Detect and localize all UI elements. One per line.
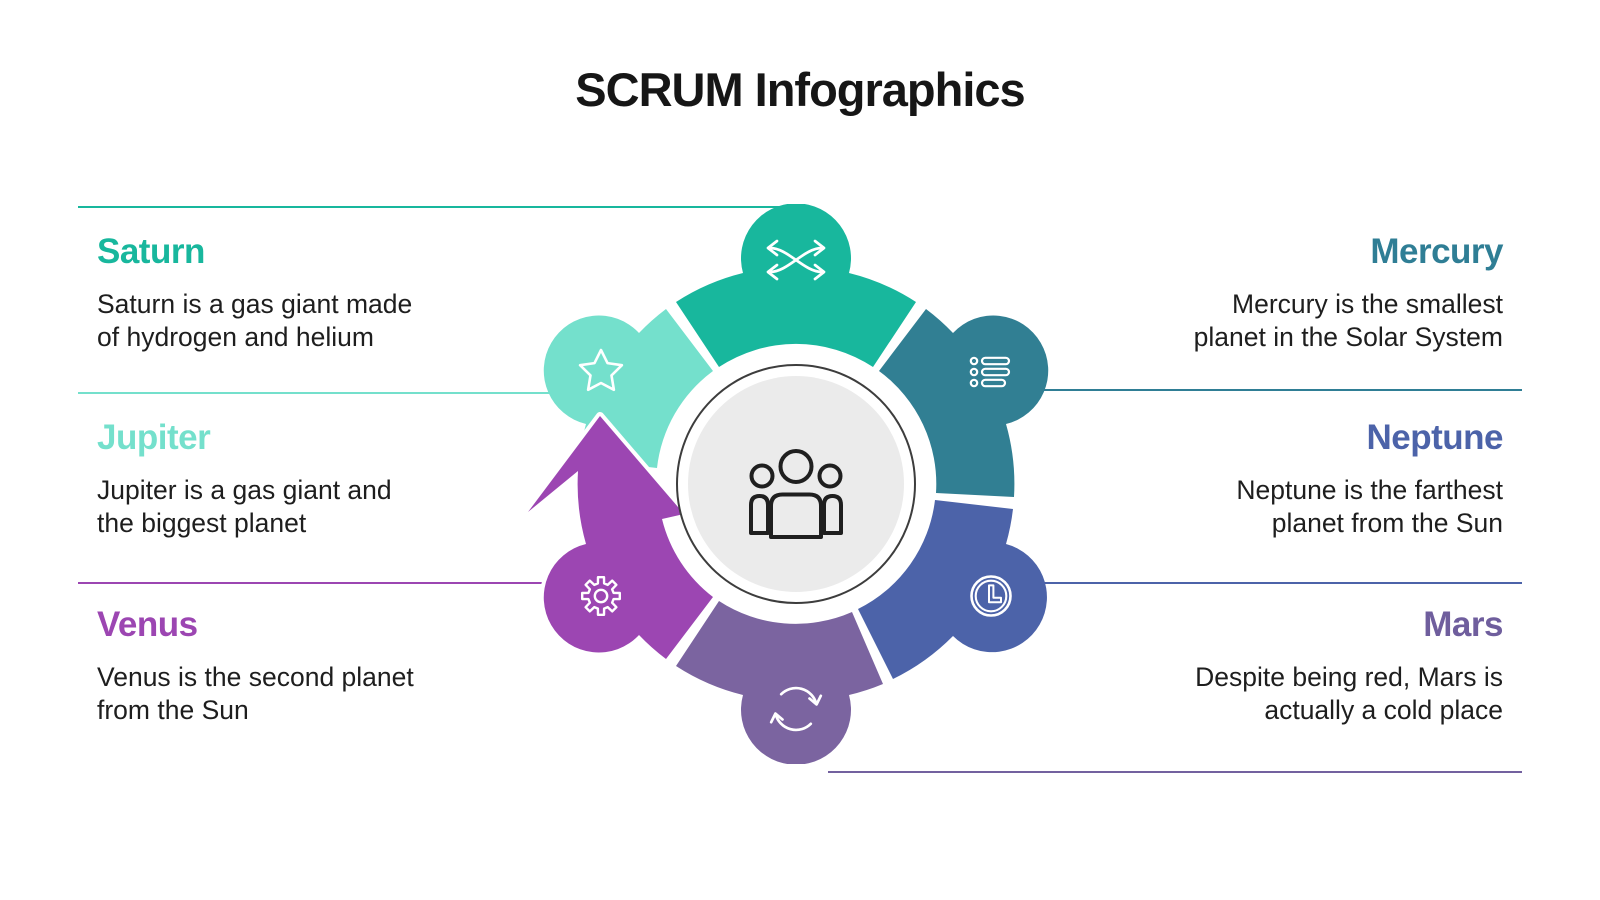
mars-heading: Mars	[1423, 605, 1503, 644]
refresh-cycle-icon	[769, 686, 823, 732]
section-neptune: Neptune Neptune is the farthest planet f…	[1158, 418, 1503, 540]
neptune-separator-line	[1000, 582, 1522, 584]
wheel-segment-arrow-left	[524, 412, 717, 663]
neptune-heading: Neptune	[1366, 418, 1504, 457]
wheel-segment-bottom-right	[858, 500, 1047, 679]
mars-description-line2: actually a cold place	[1264, 695, 1503, 726]
section-saturn: Saturn Saturn is a gas giant made of hyd…	[97, 232, 442, 354]
saturn-separator-line	[78, 206, 800, 208]
gear-icon	[581, 576, 621, 616]
venus-description-line1: Venus is the second planet	[97, 662, 414, 693]
venus-heading: Venus	[97, 605, 198, 644]
scrum-cycle-wheel	[524, 204, 1049, 764]
jupiter-description-line2: the biggest planet	[97, 508, 307, 539]
team-icon	[749, 449, 843, 539]
wheel-segment-top	[676, 204, 916, 367]
page-title: SCRUM Infographics	[575, 63, 1025, 116]
bullet-list-icon	[969, 356, 1011, 388]
jupiter-separator-line	[78, 392, 600, 394]
jupiter-heading: Jupiter	[97, 418, 211, 457]
mars-description-line1: Despite being red, Mars is	[1195, 662, 1503, 693]
mars-separator-line	[828, 771, 1522, 773]
hub-disc	[688, 376, 904, 592]
mercury-heading: Mercury	[1370, 232, 1503, 271]
clock-icon	[970, 575, 1012, 617]
section-venus: Venus Venus is the second planet from th…	[97, 605, 442, 727]
section-jupiter: Jupiter Jupiter is a gas giant and the b…	[97, 418, 442, 540]
wheel-segment-top-right	[879, 309, 1049, 497]
saturn-description-line2: of hydrogen and helium	[97, 322, 374, 353]
venus-description-line2: from the Sun	[97, 695, 249, 726]
saturn-heading: Saturn	[97, 232, 205, 271]
saturn-description-line1: Saturn is a gas giant made	[97, 289, 413, 320]
venus-separator-line	[78, 582, 600, 584]
star-icon	[578, 348, 624, 392]
neptune-description-line1: Neptune is the farthest	[1236, 475, 1503, 506]
neptune-description-line2: planet from the Sun	[1271, 508, 1503, 539]
section-mars: Mars Despite being red, Mars is actually…	[1158, 605, 1503, 727]
wheel-segment-bottom	[676, 601, 883, 764]
mercury-separator-line	[1000, 389, 1522, 391]
section-mercury: Mercury Mercury is the smallest planet i…	[1158, 232, 1504, 354]
mercury-description-line2: planet in the Solar System	[1193, 322, 1503, 353]
shuffle-arrows-icon	[766, 239, 826, 281]
mercury-description-line1: Mercury is the smallest	[1232, 289, 1503, 320]
jupiter-description-line1: Jupiter is a gas giant and	[97, 475, 392, 506]
